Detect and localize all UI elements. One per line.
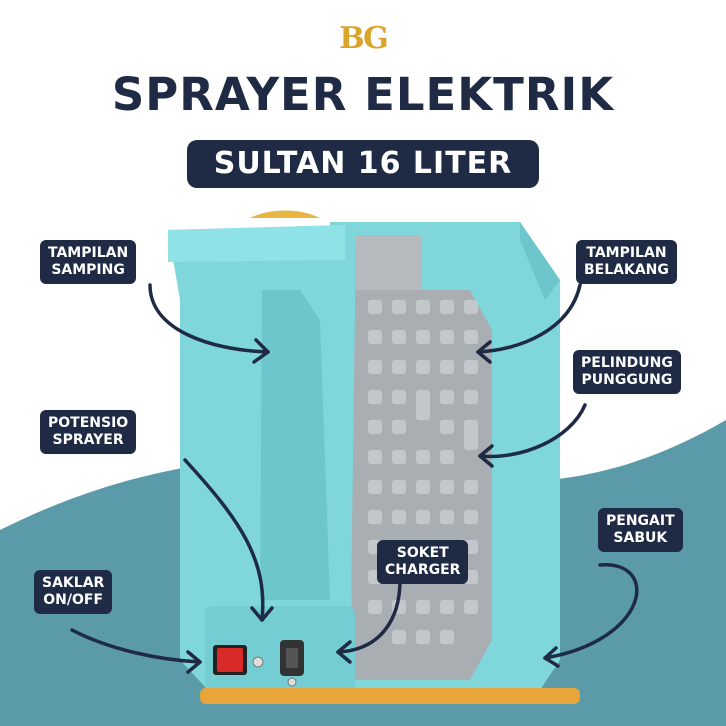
label-belt-hook-line1: PENGAIT xyxy=(606,513,675,529)
brand-logo-text: BG xyxy=(339,21,389,56)
label-charger-socket: SOKET CHARGER xyxy=(377,540,469,584)
label-power-switch: SAKLAR ON/OFF xyxy=(34,570,113,614)
label-belt-hook: PENGAIT SABUK xyxy=(598,508,683,552)
label-back-guard-line2: PUNGGUNG xyxy=(581,372,673,388)
page-subtitle: SULTAN 16 LITER xyxy=(187,140,539,188)
label-charger-socket-line2: CHARGER xyxy=(385,562,461,578)
brand-logo: BG xyxy=(330,14,396,64)
page-title: SPRAYER ELEKTRIK xyxy=(111,68,615,121)
label-back-guard: PELINDUNG PUNGGUNG xyxy=(573,350,681,394)
label-back-view: TAMPILAN BELAKANG xyxy=(576,240,677,284)
label-side-view: TAMPILAN SAMPING xyxy=(40,240,137,284)
label-back-guard-line1: PELINDUNG xyxy=(581,355,673,371)
label-potentiometer-line2: SPRAYER xyxy=(52,432,124,448)
label-back-view-line2: BELAKANG xyxy=(584,262,669,278)
label-side-view-line2: SAMPING xyxy=(51,262,125,278)
label-charger-socket-line1: SOKET xyxy=(396,545,449,561)
label-side-view-line1: TAMPILAN xyxy=(48,245,129,261)
label-back-view-line1: TAMPILAN xyxy=(586,245,667,261)
label-belt-hook-line2: SABUK xyxy=(613,530,668,546)
label-potentiometer: POTENSIO SPRAYER xyxy=(40,410,137,454)
label-power-switch-line1: SAKLAR xyxy=(42,575,105,591)
label-potentiometer-line1: POTENSIO xyxy=(48,415,129,431)
label-power-switch-line2: ON/OFF xyxy=(43,592,104,608)
